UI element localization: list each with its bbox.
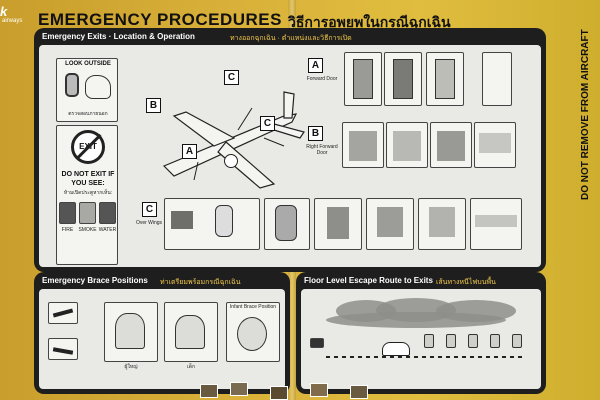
door-a-step-4 <box>482 52 512 106</box>
exits-panel: Emergency Exits · Location & Operation ท… <box>34 28 546 272</box>
brace-crash-icon <box>48 302 78 324</box>
brace-infant-image <box>226 302 280 362</box>
page-title-thai: วิธีการอพยพในกรณีฉุกเฉิน <box>288 14 451 30</box>
brace-child-caption: เด็ก <box>187 364 195 370</box>
brace-heading-thai: ท่าเตรียมพร้อมกรณีฉุกเฉิน <box>160 279 241 286</box>
page-title: EMERGENCY PROCEDURES <box>38 10 282 29</box>
brace-heading: Emergency Brace Positions <box>42 276 148 285</box>
brace-panel: Emergency Brace Positions ท่าเตรียมพร้อม… <box>34 272 290 394</box>
do-not-exit-box: EXIT DO NOT EXIT IF YOU SEE: ห้ามเปิดประ… <box>56 125 118 265</box>
door-a-label: A <box>308 58 323 73</box>
door-b-caption: Right Forward Door <box>306 144 338 156</box>
crawling-person-icon <box>382 342 410 356</box>
door-a-step-1 <box>344 52 382 106</box>
do-not-exit-label: DO NOT EXIT IF YOU SEE: <box>61 171 115 187</box>
look-outside-box: LOOK OUTSIDE ตรวจสอบภายนอก <box>56 58 118 122</box>
brace-infant-caption: Infant Brace Position <box>229 304 277 310</box>
fire-hazard-image <box>59 202 76 224</box>
door-b-step-1 <box>342 122 384 168</box>
overwing-step-5 <box>418 198 466 250</box>
door-a-step-2 <box>384 52 422 106</box>
brace-adult-image <box>104 302 158 362</box>
cabin-seat <box>490 334 500 348</box>
no-exit-icon: EXIT <box>71 130 105 164</box>
door-b-step-2 <box>386 122 428 168</box>
cabin-seat <box>424 334 434 348</box>
background-photos <box>200 378 380 400</box>
overwing-step-1 <box>164 198 260 250</box>
hand-icon <box>85 75 111 99</box>
door-c-caption: Over Wings <box>135 220 163 226</box>
brace-water-icon <box>48 338 78 360</box>
smoke-hazard-image <box>79 202 96 224</box>
window-icon <box>65 73 79 97</box>
exits-heading-thai: ทางออกฉุกเฉิน · ตำแหน่งและวิธีการเปิด <box>230 35 352 42</box>
brace-child-image <box>164 302 218 362</box>
cabin-seat <box>446 334 456 348</box>
overwing-step-6 <box>470 198 522 250</box>
aircraft-icon <box>162 91 305 189</box>
exit-light-icon <box>310 338 324 348</box>
overwing-step-3 <box>314 198 362 250</box>
brace-adult-caption: ผู้ใหญ่ <box>124 364 138 370</box>
hazard-water-label: WATER <box>98 227 117 233</box>
escape-panel: Floor Level Escape Route to Exits เส้นทา… <box>296 272 546 394</box>
look-outside-label: LOOK OUTSIDE <box>65 61 111 67</box>
look-outside-caption: ตรวจสอบภายนอก <box>68 111 108 117</box>
door-a-marker: A <box>182 144 197 159</box>
floor-path-lights <box>326 356 526 358</box>
hazard-fire-label: FIRE <box>61 227 74 233</box>
door-b-step-4 <box>474 122 516 168</box>
side-note: DO NOT REMOVE FROM AIRCRAFT <box>580 29 591 200</box>
exits-heading: Emergency Exits · Location & Operation <box>42 32 195 41</box>
smoke-cloud <box>326 312 506 328</box>
do-not-exit-thai: ห้ามเปิดประตูหากเห็น: <box>63 190 113 196</box>
door-b-marker: B <box>146 98 161 113</box>
brand-logo: k <box>0 4 8 19</box>
door-c-label: C <box>142 202 157 217</box>
door-a-caption: Forward Door <box>306 76 338 82</box>
door-c-right-marker: C <box>260 116 275 131</box>
escape-heading-thai: เส้นทางหนีไฟบนพื้น <box>436 279 496 286</box>
brand-sub: airways <box>2 18 23 24</box>
hazard-smoke-label: SMOKE <box>78 227 97 233</box>
person-exit-icon <box>224 154 238 168</box>
cabin-seat <box>512 334 522 348</box>
overwing-step-2 <box>264 198 310 250</box>
cabin-seat <box>468 334 478 348</box>
door-a-step-3 <box>426 52 464 106</box>
water-hazard-image <box>99 202 116 224</box>
door-b-step-3 <box>430 122 472 168</box>
escape-heading: Floor Level Escape Route to Exits <box>304 276 433 285</box>
door-b-label: B <box>308 126 323 141</box>
overwing-step-4 <box>366 198 414 250</box>
door-c-top-marker: C <box>224 70 239 85</box>
